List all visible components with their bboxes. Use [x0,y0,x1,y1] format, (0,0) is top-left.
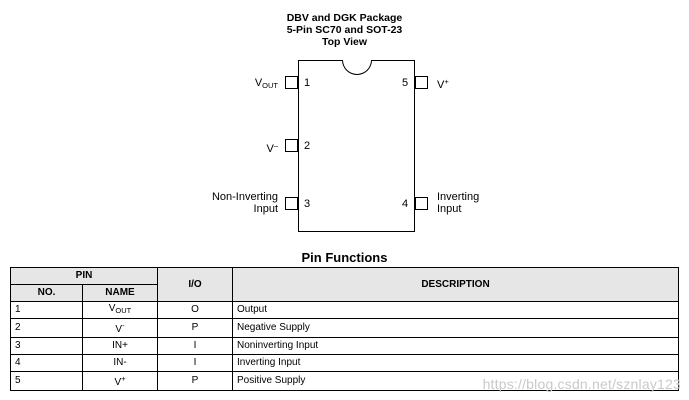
cell-name: IN+ [82,337,158,355]
table-row: 2 V- P Negative Supply [10,318,679,338]
table-row: 5 V+ P Positive Supply [10,371,679,391]
table-row: 4 IN- I Inverting Input [10,354,679,372]
cell-name: IN- [82,354,158,372]
cell-no: 3 [10,337,83,355]
cell-name: VOUT [82,301,158,319]
cell-name: V+ [82,371,158,391]
cell-io: I [157,337,233,355]
pin-pad-4 [415,197,428,210]
cell-description: Output [232,301,679,319]
cell-no: 1 [10,301,83,319]
pin-pad-2 [285,139,298,152]
table-row: 3 IN+ I Noninverting Input [10,337,679,355]
pin-number-3: 3 [304,198,311,210]
pin-functions-title: Pin Functions [301,250,388,265]
package-title-line-2: 5-Pin SC70 and SOT-23 [286,24,403,36]
package-title: DBV and DGK Package 5-Pin SC70 and SOT-2… [0,12,689,48]
cell-description: Negative Supply [232,318,679,338]
pin-number-2: 2 [304,140,311,152]
pin-pad-1 [285,76,298,89]
cell-description: Inverting Input [232,354,679,372]
package-title-line-3: Top View [321,36,368,48]
header-io: I/O [157,267,233,302]
table-row: 1 VOUT O Output [10,301,679,319]
watermark: https://blog.csdn.net/sznlay123 [482,376,681,392]
cell-name: V- [82,318,158,338]
pin-label-3: Non-Inverting Input [211,191,278,215]
cell-io: P [157,371,233,391]
pin-number-5: 5 [402,77,409,89]
cell-description: Noninverting Input [232,337,679,355]
header-pin: PIN [10,267,158,285]
cell-description: Positive Supply [232,371,679,391]
pin-pad-5 [415,76,428,89]
header-description: DESCRIPTION [232,267,679,302]
chip-body [298,60,415,232]
cell-no: 2 [10,318,83,338]
package-title-line-1: DBV and DGK Package [286,12,403,24]
pin-functions-table: PIN I/O DESCRIPTION NO. NAME 1 VOUT O Ou… [10,267,679,391]
header-no: NO. [10,284,83,302]
cell-io: I [157,354,233,372]
pin-label-4: Inverting Input [437,191,480,215]
pin-label-1: VOUT [254,77,278,90]
cell-io: P [157,318,233,338]
header-name: NAME [82,284,158,302]
pin-pad-3 [285,197,298,210]
pin-label-2: V– [266,141,278,155]
cell-no: 4 [10,354,83,372]
pin-number-1: 1 [304,77,311,89]
cell-io: O [157,301,233,319]
pin-number-4: 4 [402,198,409,210]
cell-no: 5 [10,371,83,391]
pin-label-5: V+ [437,77,449,91]
